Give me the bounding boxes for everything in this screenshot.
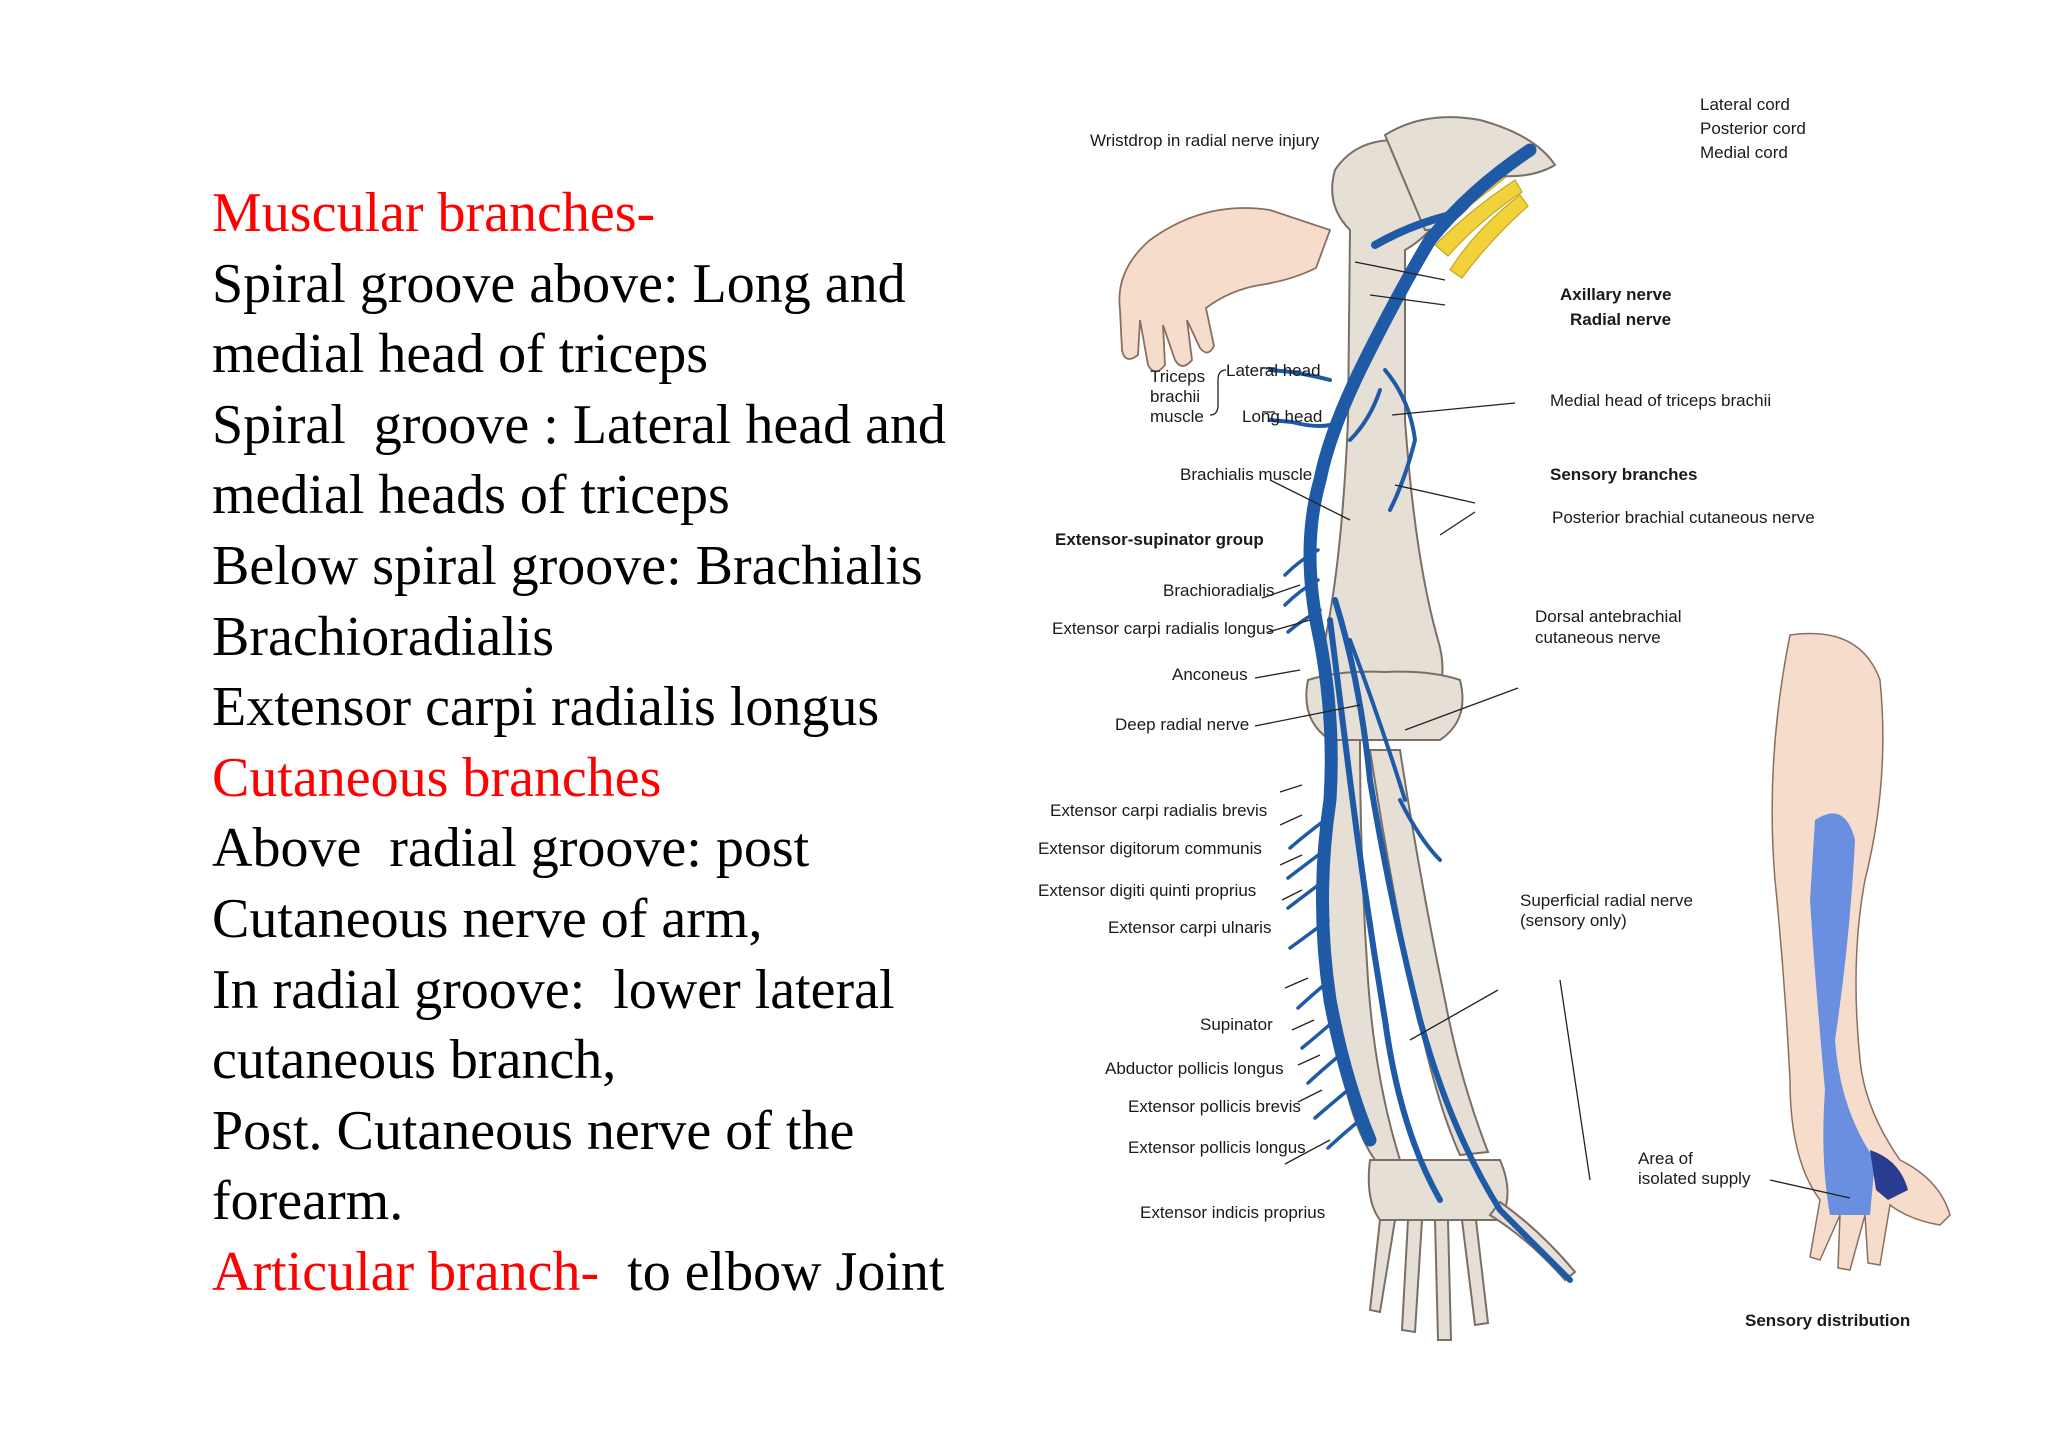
text-line: cutaneous branch, [212,1025,1012,1096]
heading-text: Muscular branches- [212,182,656,244]
body-text: medial head of triceps [212,323,709,386]
body-text: to elbow Joint [599,1240,945,1303]
text-line: Above radial groove: post [212,813,1012,884]
body-text: Cutaneous nerve of arm, [212,887,763,950]
text-line: Cutaneous nerve of arm, [212,884,1012,955]
text-line: Cutaneous branches [212,743,1012,814]
sensory-distribution-arm [1771,632,1951,1271]
label-radial-nerve: Radial nerve [1570,310,1671,329]
label-dorsal-1: Dorsal antebrachial [1535,607,1681,626]
label-area-2: isolated supply [1638,1169,1751,1188]
body-text: Extensor carpi radialis longus [212,676,880,739]
body-text: forearm. [212,1170,404,1233]
label-posterior-brachial: Posterior brachial cutaneous nerve [1552,508,1815,527]
humerus-bone [1320,116,1557,711]
label-epb: Extensor pollicis brevis [1128,1097,1301,1116]
label-lateral-cord: Lateral cord [1700,95,1790,114]
label-triceps-3: muscle [1150,407,1204,426]
label-triceps-2: brachii [1150,387,1200,406]
body-text: cutaneous branch, [212,1029,617,1092]
label-dorsal-2: cutaneous nerve [1535,628,1661,647]
radial-nerve-paths [1268,143,1573,1283]
label-brachioradialis: Brachioradialis [1163,581,1275,600]
body-text: medial heads of triceps [212,464,730,527]
radial-nerve-diagram: Wristdrop in radial nerve injury Lateral… [1030,80,2030,1400]
text-line: Spiral groove above: Long and [212,249,1012,320]
diagram-labels: Wristdrop in radial nerve injury Lateral… [1038,95,1910,1330]
body-text: Spiral groove above: Long and [212,252,906,315]
text-line: In radial groove: lower lateral [212,955,1012,1026]
label-wristdrop: Wristdrop in radial nerve injury [1090,131,1320,150]
label-eip: Extensor indicis proprius [1140,1203,1325,1222]
label-deep-radial: Deep radial nerve [1115,715,1249,734]
label-medial-cord: Medial cord [1700,143,1788,162]
text-line: Articular branch- to elbow Joint [212,1237,1012,1308]
text-line: medial heads of triceps [212,460,1012,531]
text-line: medial head of triceps [212,319,1012,390]
label-posterior-cord: Posterior cord [1700,119,1806,138]
text-line: Below spiral groove: Brachialis [212,531,1012,602]
text-line: Post. Cutaneous nerve of the [212,1096,1012,1167]
text-line: Spiral groove : Lateral head and [212,390,1012,461]
label-extensor-supinator: Extensor-supinator group [1055,530,1264,549]
label-ecrl: Extensor carpi radialis longus [1052,619,1274,638]
label-epl: Extensor pollicis longus [1128,1138,1306,1157]
text-line: Brachioradialis [212,602,1012,673]
label-medial-head: Medial head of triceps brachii [1550,391,1771,410]
label-triceps-1: Triceps [1150,367,1205,386]
body-text: Post. Cutaneous nerve of the [212,1099,855,1162]
label-sensory-distribution: Sensory distribution [1745,1311,1910,1330]
label-superficial-1: Superficial radial nerve [1520,891,1693,910]
label-superficial-2: (sensory only) [1520,911,1627,930]
heading-text: Articular branch- [212,1240,600,1303]
body-text: In radial groove: lower lateral [212,958,895,1021]
label-ecrb: Extensor carpi radialis brevis [1050,801,1267,820]
label-long-head: Long head [1242,407,1322,426]
label-anconeus: Anconeus [1172,665,1248,684]
label-edc: Extensor digitorum communis [1038,839,1262,858]
text-line: Muscular branches- [212,178,1012,249]
label-axillary-nerve: Axillary nerve [1560,285,1672,304]
text-line: forearm. [212,1166,1012,1237]
text-panel: Muscular branches- Spiral groove above: L… [212,178,1012,1308]
label-sensory-branches: Sensory branches [1550,465,1697,484]
body-text: Below spiral groove: Brachialis [212,534,923,597]
body-text: Spiral groove : Lateral head and [212,393,946,456]
label-ecu: Extensor carpi ulnaris [1108,918,1271,937]
text-line: Extensor carpi radialis longus [212,672,1012,743]
label-edqp: Extensor digiti quinti proprius [1038,881,1256,900]
body-text: Above radial groove: post [212,817,810,880]
label-brachialis: Brachialis muscle [1180,465,1312,484]
wristdrop-hand-illustration [1118,207,1332,373]
body-text: Brachioradialis [212,605,555,668]
label-area-1: Area of [1638,1149,1693,1168]
heading-text: Cutaneous branches [212,746,662,809]
label-supinator: Supinator [1200,1015,1273,1034]
leader-lines [1209,261,1851,1199]
label-lateral-head: Lateral head [1226,361,1321,380]
label-apl: Abductor pollicis longus [1105,1059,1284,1078]
